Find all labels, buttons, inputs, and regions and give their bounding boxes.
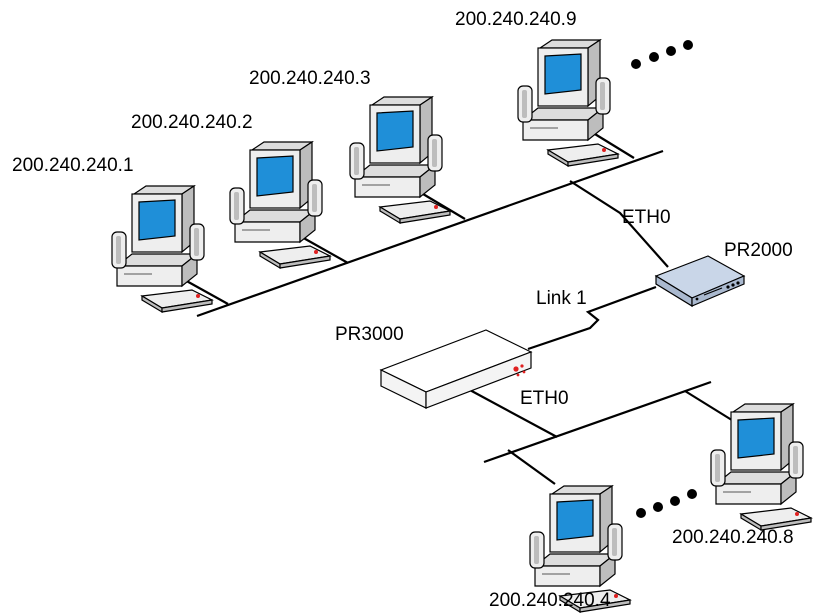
drop-pc4 — [507, 449, 556, 485]
eth0-top-link — [569, 180, 669, 268]
bottom-lan-backbone — [483, 380, 712, 464]
ip-label-pc1: 200.240.240.1 — [12, 155, 134, 176]
ip-label-pc4: 200.240.240.4 — [489, 590, 611, 611]
computer-icon-pc1[interactable] — [111, 185, 213, 313]
eth0-bottom-label: ETH0 — [520, 388, 569, 409]
router-pr3000-icon[interactable] — [379, 329, 533, 409]
bottom-lan — [467, 380, 736, 485]
drop-pc1 — [182, 278, 229, 305]
top-lan-backbone — [196, 149, 664, 318]
computer-icon-pc3[interactable] — [349, 96, 451, 224]
ip-label-pc9: 200.240.240.9 — [455, 9, 577, 30]
computer-icon-pc8[interactable] — [710, 403, 812, 531]
ip-label-pc8: 200.240.240.8 — [672, 527, 794, 548]
more-hosts-top-dots — [631, 40, 693, 69]
link1-line — [527, 285, 657, 351]
top-lan — [182, 130, 669, 318]
drop-pc2 — [299, 235, 349, 264]
eth0-bottom-link — [467, 388, 558, 438]
ip-label-pc2: 200.240.240.2 — [131, 112, 253, 133]
drop-pc3 — [417, 190, 466, 220]
computer-icon-pc2[interactable] — [229, 141, 331, 269]
more-hosts-bottom-dots — [636, 489, 697, 518]
drop-pc8 — [684, 390, 736, 423]
computer-icon-pc9[interactable] — [517, 39, 619, 167]
eth0-top-label: ETH0 — [622, 207, 671, 228]
router-pr2000-icon[interactable] — [654, 255, 746, 308]
drop-pc9 — [589, 130, 635, 159]
link1-label: Link 1 — [536, 288, 587, 309]
router-pr2000-label: PR2000 — [724, 240, 793, 261]
router-pr3000-label: PR3000 — [335, 324, 404, 345]
ip-label-pc3: 200.240.240.3 — [249, 68, 371, 89]
